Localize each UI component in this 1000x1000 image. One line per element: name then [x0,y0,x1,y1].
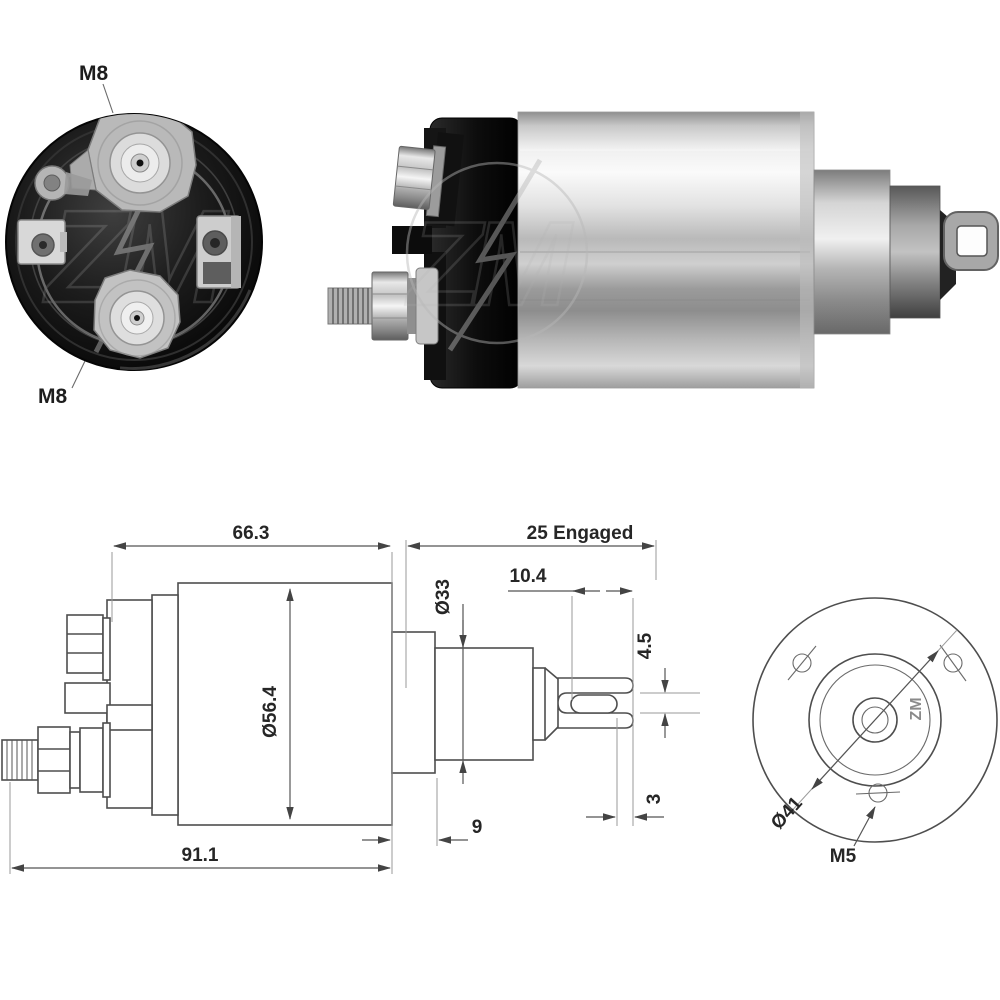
rivet-stud [34,165,92,201]
dim-engaged: 25 Engaged [527,523,634,544]
dim-boss-diameter: Ø33 [433,579,454,615]
dimension-lines: 66.3 25 Engaged 10.4 Ø33 4.5 Ø56.4 3 9 [11,523,669,872]
stud-center-point [136,159,144,167]
stud-top-drawing [66,614,111,681]
center-boss-circle [852,697,898,743]
brand-watermark-logo-side: ZM [404,158,589,352]
terminal-bottom-label: M8 [38,385,67,408]
dim-pilot-diameter: Ø41 [767,793,807,834]
body-outline [177,582,393,826]
front-boss [813,169,891,335]
center-brand-mark: ZM [908,697,925,720]
dim-fork-slot: 4.5 [635,632,656,659]
rear-boss-outline [391,631,436,774]
side-view-photo: ZM [327,111,999,389]
spade-connector-left [17,219,67,265]
plunger-guide [889,185,941,319]
guide-boss-outline [434,647,534,761]
dim-plunger-extension: 10.4 [510,566,547,587]
mount-hole-top-right [943,653,963,673]
terminal-top-label: M8 [79,62,108,85]
solenoid-can [517,111,815,389]
neck-outline [532,667,546,741]
connector-tab [392,226,432,254]
mount-hole-top-left [792,653,812,673]
dim-mounting-thread: M5 [830,846,857,867]
stud-bottom-drawing [1,722,111,798]
cap-plate [106,599,153,809]
dim-boss-length: 9 [472,817,483,838]
fork-slot [570,694,618,714]
end-view: Ø41 M5 ZM [752,597,998,867]
terminal-stud-bottom [327,267,439,345]
spade-connector-right [196,215,241,289]
dim-body-length: 66.3 [233,523,270,544]
dim-body-diameter: Ø56.4 [260,686,281,738]
terminal-stud-top [392,132,464,227]
dim-fork-tip: 3 [644,794,665,805]
motor-terminal-stud-bottom [93,269,181,359]
dimension-drawing: 66.3 25 Engaged 10.4 Ø33 4.5 Ø56.4 3 9 [1,523,998,874]
plunger-eyelet [943,211,999,271]
terminal-bottom-leader-line [71,360,86,389]
bracket-drawing [64,682,153,731]
rear-housing-details: ZM [15,114,253,370]
flange-plate [151,594,179,816]
rear-view-photo: M8 M8 ZM [5,62,263,408]
thread-lines [332,288,369,324]
end-view-outer-circle [752,597,998,843]
side-elevation [1,582,634,826]
terminal-top-leader-line [102,83,114,114]
watermark-text: ZM [405,197,574,331]
extension-lines [9,540,700,874]
dim-overall-length: 91.1 [182,845,219,866]
